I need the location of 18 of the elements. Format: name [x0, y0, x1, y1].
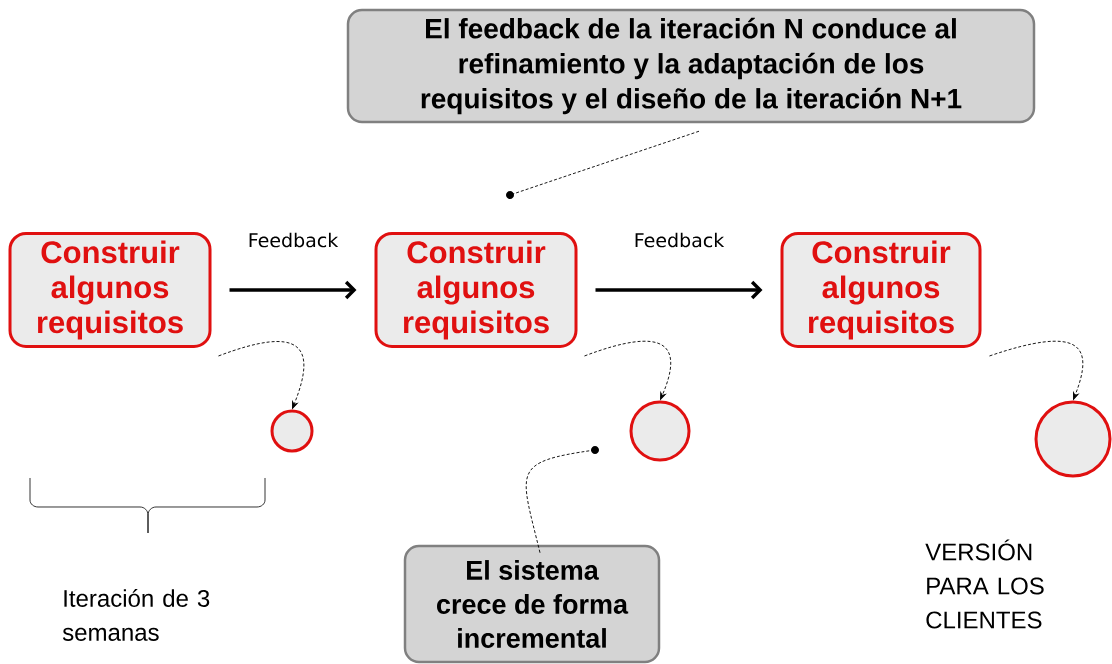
- release-circle: [1034, 400, 1112, 478]
- release-circle: [629, 400, 691, 462]
- callout-box: El sistema crece de forma incremental: [403, 544, 661, 664]
- note-text: VERSIÓN PARA LOS CLIENTES: [925, 539, 1044, 629]
- arrow: [595, 280, 763, 300]
- requirement-box: Construir algunos requisitos: [780, 232, 982, 348]
- edge-label: Feedback: [246, 231, 340, 249]
- arrow: [584, 340, 672, 400]
- arrow: [229, 280, 357, 300]
- leader-line: [509, 130, 700, 196]
- arrow: [218, 341, 305, 409]
- arrow: [989, 340, 1084, 400]
- requirement-box: Construir algunos requisitos: [8, 232, 212, 348]
- callout-box: El feedback de la iteración N conduce al refinamiento y la adaptación de los requisitos y el diseño de la iteración N+1: [346, 8, 1036, 124]
- edge-label: Feedback: [632, 231, 726, 249]
- requirement-box: Construir algunos requisitos: [374, 232, 578, 348]
- note-text: Iteración de 3 semanas: [62, 589, 210, 641]
- release-circle: [270, 409, 314, 453]
